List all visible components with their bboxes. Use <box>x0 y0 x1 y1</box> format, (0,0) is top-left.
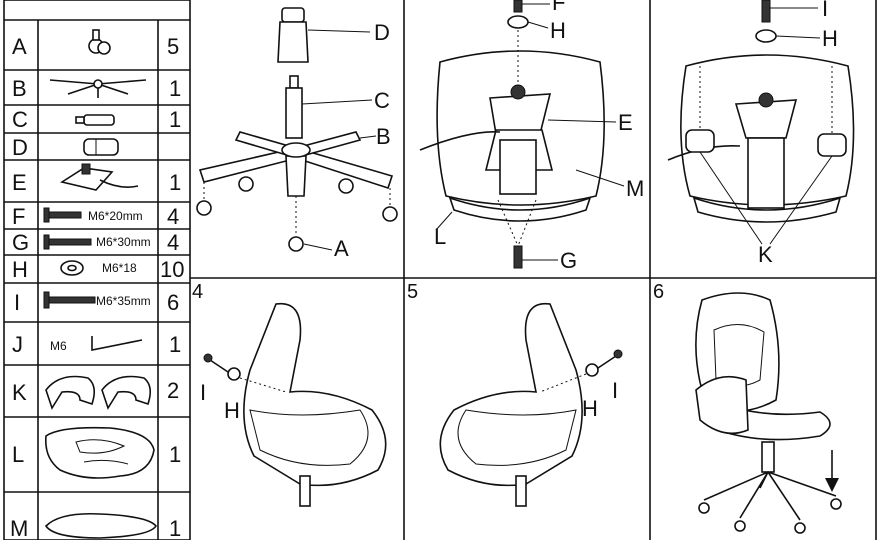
callout-i-4: I <box>200 380 206 405</box>
part-spec-i: M6*35mm <box>96 294 151 308</box>
washer-icon <box>60 260 84 276</box>
part-spec-j: M6 <box>50 339 67 353</box>
callout-b: B <box>376 124 391 149</box>
step-6-panel: 6 <box>653 281 842 534</box>
allen-key-icon <box>91 336 143 351</box>
panel-grid <box>190 0 877 540</box>
part-qty-f: 4 <box>167 204 179 229</box>
callout-k: K <box>758 242 773 267</box>
screw-m6x30-icon <box>43 234 92 250</box>
callout-h-3: H <box>822 26 838 51</box>
cylinder-cover-icon <box>83 138 119 156</box>
part-spec-f: M6*20mm <box>88 209 143 223</box>
down-arrow-icon <box>825 450 839 492</box>
part-qty-a: 5 <box>167 34 179 59</box>
part-qty-g: 4 <box>167 230 179 255</box>
parts-table: A B C D E F G H I J K L M 5 1 1 1 4 4 10… <box>3 0 191 540</box>
part-qty-h: 10 <box>160 257 184 282</box>
step-2-panel: F H E M L G <box>419 0 644 273</box>
part-letter-g: G <box>12 230 29 255</box>
callout-h-4: H <box>224 398 240 423</box>
armrest-bracket-icon <box>45 375 152 410</box>
tilt-mechanism-icon <box>59 163 139 191</box>
part-qty-i: 6 <box>167 290 179 315</box>
step-5-panel: 5 I H <box>407 281 623 507</box>
part-spec-g: M6*30mm <box>96 235 151 249</box>
part-letter-j: J <box>12 332 23 357</box>
part-letter-f: F <box>12 204 25 229</box>
part-qty-c: 1 <box>169 107 181 132</box>
seat-cushion-icon <box>44 512 157 539</box>
part-qty-e: 1 <box>169 170 181 195</box>
step-number-5: 5 <box>407 281 418 303</box>
part-letter-e: E <box>12 170 27 195</box>
part-letter-l: L <box>12 442 24 467</box>
part-letter-i: I <box>14 290 20 315</box>
step-3-panel: I H K <box>667 0 855 267</box>
part-qty-j: 1 <box>169 332 181 357</box>
part-qty-l: 1 <box>169 442 181 467</box>
step-number-4: 4 <box>192 281 203 303</box>
part-letter-d: D <box>12 135 28 160</box>
back-cushion-icon <box>44 426 155 479</box>
callout-m: M <box>626 176 644 201</box>
callout-i: I <box>822 0 828 21</box>
part-letter-k: K <box>12 380 27 405</box>
callout-a: A <box>334 236 349 261</box>
callout-c: C <box>374 88 390 113</box>
part-qty-k: 2 <box>167 378 179 403</box>
part-letter-a: A <box>12 34 27 59</box>
part-letter-c: C <box>12 107 28 132</box>
step-number-6: 6 <box>653 281 664 303</box>
caster-icon <box>88 29 111 55</box>
callout-l: L <box>434 224 446 249</box>
part-letter-m: M <box>10 516 28 540</box>
callout-g: G <box>560 248 577 273</box>
screw-m6x35-icon <box>43 291 96 309</box>
callout-h-5: H <box>582 396 598 421</box>
screw-m6x20-icon <box>43 207 82 223</box>
callout-e: E <box>618 110 633 135</box>
step-1-panel: D C B A <box>196 7 398 261</box>
part-letter-h: H <box>12 257 28 282</box>
star-base-icon <box>49 79 147 98</box>
part-qty-m: 1 <box>169 516 181 540</box>
callout-h: H <box>550 18 566 43</box>
step-4-panel: 4 I H <box>192 281 387 507</box>
part-letter-b: B <box>12 76 27 101</box>
gas-lift-icon <box>75 114 115 126</box>
part-spec-h: M6*18 <box>102 261 137 275</box>
part-qty-b: 1 <box>169 76 181 101</box>
callout-f: F <box>552 0 565 15</box>
callout-i-5: I <box>612 378 618 403</box>
callout-d: D <box>374 20 390 45</box>
